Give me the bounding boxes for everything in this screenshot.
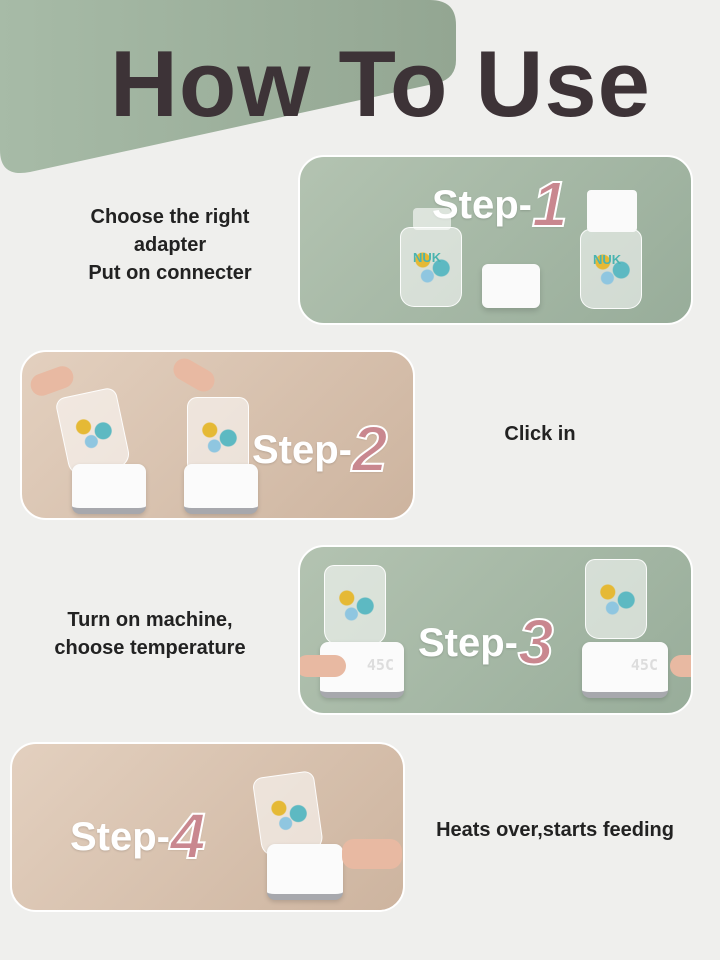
hand-image: [169, 354, 219, 396]
hand-image: [27, 363, 77, 399]
warmer-machine-image: [72, 464, 146, 514]
step-2-description: Click in: [504, 423, 576, 445]
hand-image: [342, 839, 402, 869]
page-title: How To Use: [110, 31, 651, 136]
step-3-label: Step-3: [418, 605, 555, 679]
warmer-machine-image: [267, 844, 343, 900]
step-3-panel: 45C Step-3 45C: [298, 545, 693, 715]
step-1-panel: Step-1 NUK NUK: [298, 155, 693, 325]
bottle-with-adapter-image: NUK: [580, 190, 642, 309]
temperature-display: 45C: [630, 656, 658, 674]
step-4-description: Heats over,starts feeding: [436, 819, 674, 841]
step-4-panel: Step-4: [10, 742, 405, 912]
step-3-description: Turn on machine,choose temperature: [54, 609, 246, 659]
step-2-label: Step-2: [252, 412, 389, 486]
temperature-display: 45C: [366, 656, 394, 674]
bottle-image: NUK: [400, 208, 462, 307]
bottle-image: [324, 565, 386, 645]
title-banner-shape: [0, 0, 456, 174]
warmer-machine-image: 45C: [320, 642, 404, 698]
step-2-panel: Step-2: [20, 350, 415, 520]
finger-image: [300, 655, 346, 677]
warmer-machine-image: [184, 464, 258, 514]
finger-image: [670, 655, 691, 677]
bottle-image: [585, 559, 647, 639]
adapter-image: [482, 264, 540, 308]
step-4-label: Step-4: [70, 799, 207, 873]
warmer-machine-image: 45C: [582, 642, 668, 698]
